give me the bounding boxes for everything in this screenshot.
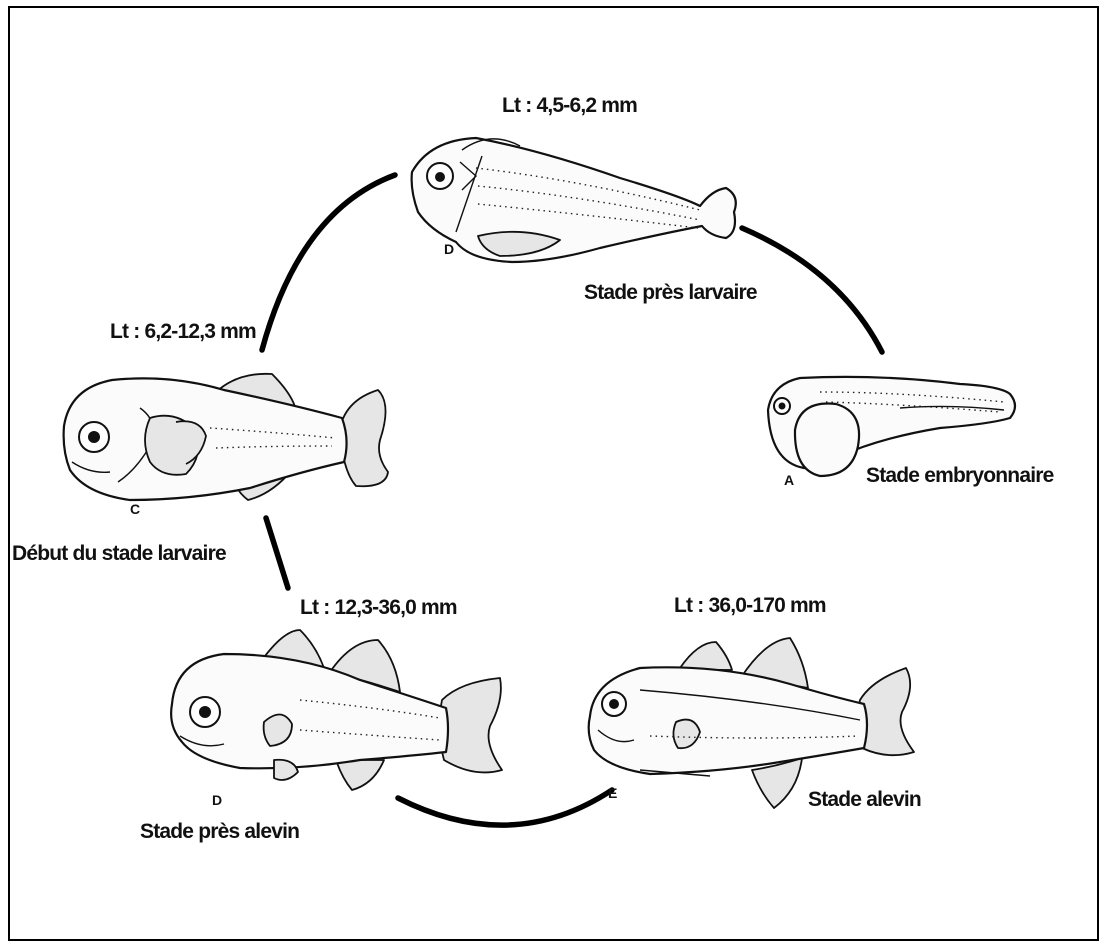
fish-juvenile [589, 638, 914, 808]
embryonic-stage-label: Stade embryonnaire [866, 464, 1054, 487]
juvenile-length-label: Lt : 36,0-170 mm [674, 594, 826, 617]
stage-letter: D [444, 241, 454, 257]
prelarval-length-label: Lt : 4,5-6,2 mm [502, 94, 637, 117]
stage-letter: D [212, 792, 222, 808]
arc-prejuvenile-to-juvenile [398, 790, 612, 825]
fish-prejuvenile [171, 630, 502, 790]
stage-letter: C [130, 501, 140, 517]
prejuvenile-length-label: Lt : 12,3-36,0 mm [300, 596, 457, 619]
prelarval-stage-label: Stade près larvaire [584, 281, 757, 304]
fish-early-larval [64, 374, 388, 500]
prejuvenile-stage-label: Stade près alevin [140, 820, 299, 843]
fish-prelarval [412, 138, 736, 262]
juvenile-stage-label: Stade alevin [808, 788, 921, 811]
arc-early-to-prelarval [262, 175, 395, 350]
stage-letter: E [608, 785, 617, 801]
early-larval-length-label: Lt : 6,2-12,3 mm [110, 320, 256, 343]
stage-letter: A [784, 472, 794, 488]
early-larval-stage-label: Début du stade larvaire [12, 542, 226, 565]
arc-early-to-prejuvenile [266, 518, 288, 588]
fish-embryonic [768, 377, 1015, 476]
arc-prelarval-to-embryonic [742, 228, 882, 352]
